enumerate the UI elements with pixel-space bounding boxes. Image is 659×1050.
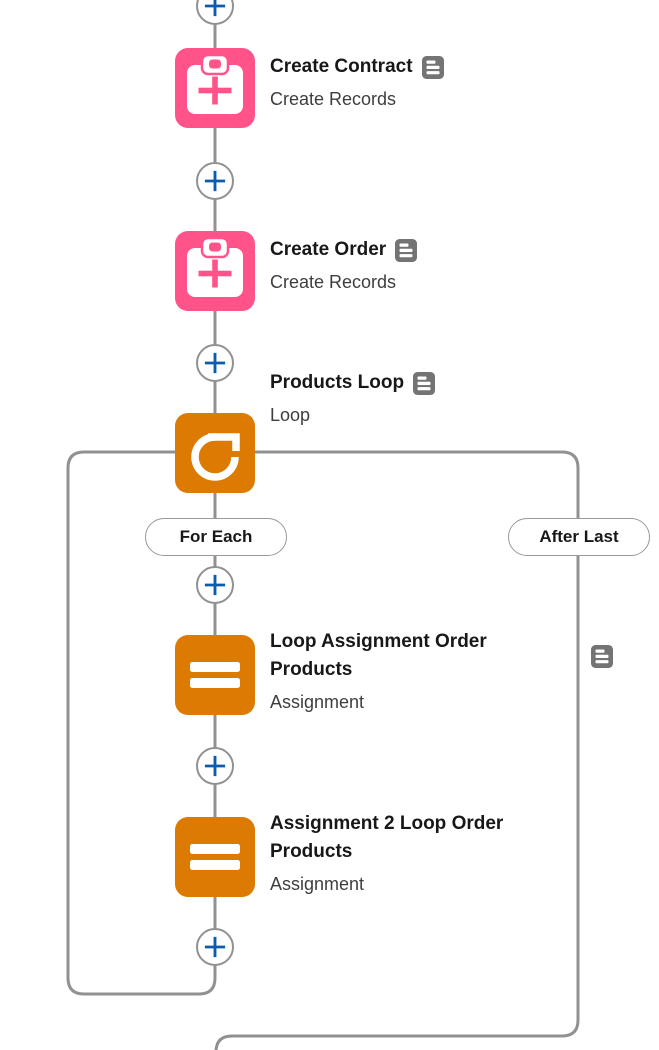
after-last-connector	[214, 450, 580, 1050]
create-records-clipboard-icon[interactable]	[175, 231, 255, 311]
add-element-button[interactable]	[196, 566, 234, 604]
node-title[interactable]: Products Loop	[270, 369, 555, 397]
add-element-button[interactable]	[196, 0, 234, 25]
node-type-label: Assignment	[270, 874, 365, 894]
node-type-label: Create Records	[270, 272, 397, 292]
description-icon	[413, 372, 436, 395]
node-label-assignment-2-loop-order-products: Assignment 2 Loop Order Products Assignm…	[270, 810, 555, 898]
node-title[interactable]: Assignment 2 Loop Order Products	[270, 813, 504, 862]
plus-icon	[204, 574, 226, 596]
for-each-branch-badge: For Each	[145, 518, 287, 556]
after-last-branch-badge: After Last	[508, 518, 650, 556]
plus-icon	[204, 936, 226, 958]
plus-icon	[204, 352, 226, 374]
add-element-button[interactable]	[196, 344, 234, 382]
node-type-label: Loop	[270, 405, 311, 425]
assignment-equals-icon[interactable]	[175, 635, 255, 715]
add-element-button[interactable]	[196, 747, 234, 785]
node-title[interactable]: Create Contract	[270, 53, 555, 81]
node-title[interactable]: Loop Assignment Order Products	[270, 631, 487, 680]
node-label-products-loop: Products Loop Loop	[270, 369, 555, 429]
description-icon	[395, 239, 418, 262]
node-label-create-contract: Create Contract Create Records	[270, 53, 555, 113]
for-each-loopback-connector	[66, 0, 217, 996]
node-type-label: Create Records	[270, 89, 397, 109]
node-type-label: Assignment	[270, 692, 365, 712]
create-records-clipboard-icon[interactable]	[175, 48, 255, 128]
assignment-equals-icon[interactable]	[175, 817, 255, 897]
plus-icon	[204, 170, 226, 192]
node-label-loop-assignment-order-products: Loop Assignment Order Products Assignmen…	[270, 628, 555, 716]
loop-icon[interactable]	[175, 413, 255, 493]
node-title[interactable]: Create Order	[270, 236, 555, 264]
description-icon	[591, 645, 613, 668]
plus-icon	[204, 755, 226, 777]
add-element-button[interactable]	[196, 928, 234, 966]
add-element-button[interactable]	[196, 162, 234, 200]
node-label-create-order: Create Order Create Records	[270, 236, 555, 296]
description-icon	[421, 56, 444, 79]
plus-icon	[204, 0, 226, 17]
